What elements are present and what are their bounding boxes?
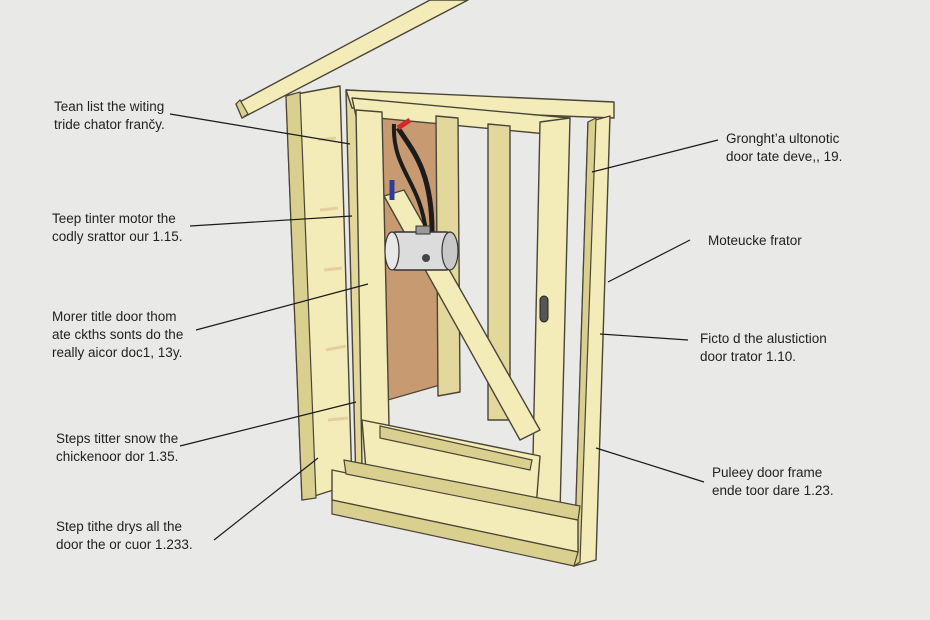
label-line: ende toor dare 1.23. bbox=[712, 483, 834, 498]
label-line: ate ckths sonts do the bbox=[52, 327, 184, 342]
label-line: door tate deve,, 19. bbox=[726, 149, 843, 164]
label-line: Morer title door thom bbox=[52, 309, 177, 324]
label-line: tride chator frančy. bbox=[54, 117, 165, 132]
door-frame bbox=[351, 97, 571, 513]
leader-lines bbox=[169, 113, 719, 541]
label-line: Tean list the witing bbox=[54, 99, 165, 114]
label-morer-title: Morer title door thom ate ckths sonts do… bbox=[52, 308, 183, 362]
label-line: door trator 1.10. bbox=[700, 349, 797, 364]
roof-board bbox=[235, 0, 469, 119]
top-rail bbox=[345, 89, 615, 119]
label-line: Steps titter snow the bbox=[56, 431, 179, 446]
label-gronght: Gronght’a ultonotic door tate deve,, 19. bbox=[726, 130, 842, 166]
motor-cables bbox=[389, 117, 435, 233]
left-post bbox=[285, 85, 353, 501]
label-ficto: Ficto d the alustiction door trator 1.10… bbox=[700, 330, 827, 366]
label-tean-list: Tean list the witing tride chator frančy… bbox=[54, 98, 165, 134]
label-line: really aicor doc1, 13y. bbox=[52, 345, 183, 360]
door-handle bbox=[539, 295, 549, 323]
right-track-post bbox=[573, 115, 611, 568]
label-line: chickenoor dor 1.35. bbox=[56, 449, 179, 464]
motor bbox=[384, 225, 459, 271]
label-line: codly srattor our 1.15. bbox=[52, 229, 183, 244]
base-sill bbox=[331, 459, 581, 567]
label-line: Puleey door frame bbox=[712, 465, 823, 480]
label-steps-titter: Steps titter snow the chickenoor dor 1.3… bbox=[56, 430, 178, 466]
label-line: Gronght’a ultonotic bbox=[726, 131, 840, 146]
label-moteucke: Moteucke frator bbox=[708, 232, 802, 250]
label-line: Teep tinter motor the bbox=[52, 211, 176, 226]
label-step-tithe: Step tithe drys all the door the or cuor… bbox=[56, 518, 193, 554]
label-line: Moteucke frator bbox=[708, 233, 802, 248]
label-teep-tinter: Teep tinter motor the codly srattor our … bbox=[52, 210, 183, 246]
label-line: Step tithe drys all the bbox=[56, 519, 183, 534]
label-puleey: Puleey door frame ende toor dare 1.23. bbox=[712, 464, 834, 500]
label-line: door the or cuor 1.233. bbox=[56, 537, 193, 552]
label-line: Ficto d the alustiction bbox=[700, 331, 827, 346]
